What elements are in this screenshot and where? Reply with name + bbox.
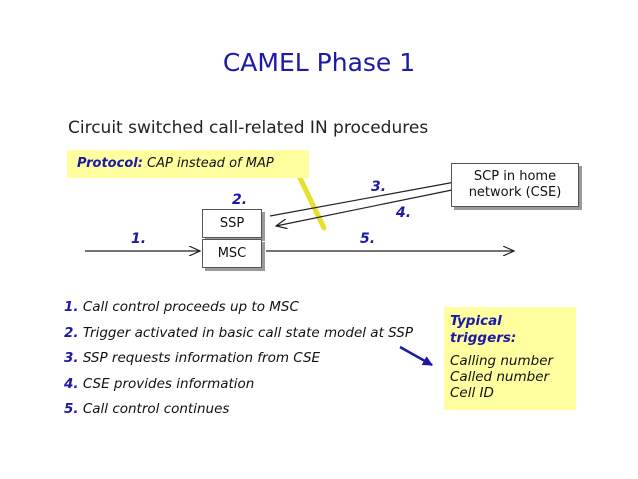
step-item: 4. CSE provides information	[64, 374, 413, 400]
protocol-note-text: CAP instead of MAP	[142, 156, 274, 171]
scp-node: SCP in home network (CSE)	[451, 163, 579, 207]
protocol-note-key: Protocol:	[77, 156, 143, 171]
slide-title: CAMEL Phase 1	[222, 48, 416, 77]
step-text: Call control proceeds up to MSC	[78, 299, 299, 315]
arrow-3	[269, 180, 466, 217]
arrow-4	[276, 189, 453, 226]
triggers-box: Typical triggers: Calling number Called …	[444, 307, 576, 410]
msc-node: MSC	[202, 239, 262, 268]
step-number: 2.	[64, 324, 79, 341]
trigger-pointer-arrow	[399, 345, 433, 367]
arrow-label-1: 1.	[131, 231, 147, 247]
step-item: 3. SSP requests information from CSE	[64, 348, 413, 374]
scp-node-line1: SCP in home	[473, 169, 557, 184]
step-item: 1. Call control proceeds up to MSC	[64, 297, 413, 323]
step-number: 1.	[64, 299, 79, 315]
step-number: 3.	[64, 350, 79, 366]
arrow-label-3: 3.	[371, 179, 387, 195]
scp-node-line2: network (CSE)	[468, 185, 562, 200]
arrow-label-5: 5.	[360, 231, 376, 247]
triggers-heading-line2: triggers:	[450, 330, 517, 346]
step-text: Trigger activated in basic call state mo…	[78, 324, 413, 341]
arrow-label-4: 4.	[396, 205, 412, 221]
triggers-heading-line1: Typical	[450, 313, 502, 329]
protocol-callout-line	[297, 175, 327, 231]
arrow-label-2: 2.	[232, 192, 248, 208]
step-text: Call control continues	[78, 401, 230, 417]
step-item: 5. Call control continues	[64, 399, 413, 425]
trigger-item: Called number	[450, 369, 550, 385]
step-number: 5.	[64, 401, 79, 417]
triggers-heading: Typical triggers:	[450, 313, 576, 347]
step-text: CSE provides information	[78, 375, 255, 392]
step-list: 1. Call control proceeds up to MSC 2. Tr…	[64, 297, 413, 425]
protocol-note: Protocol: CAP instead of MAP	[67, 150, 309, 178]
slide-subtitle: Circuit switched call-related IN procedu…	[68, 118, 429, 138]
step-number: 4.	[64, 375, 79, 392]
ssp-node: SSP	[202, 209, 262, 238]
step-text: SSP requests information from CSE	[78, 350, 321, 366]
step-item: 2. Trigger activated in basic call state…	[64, 323, 413, 349]
trigger-item: Calling number	[450, 353, 554, 369]
trigger-item: Cell ID	[450, 385, 494, 401]
